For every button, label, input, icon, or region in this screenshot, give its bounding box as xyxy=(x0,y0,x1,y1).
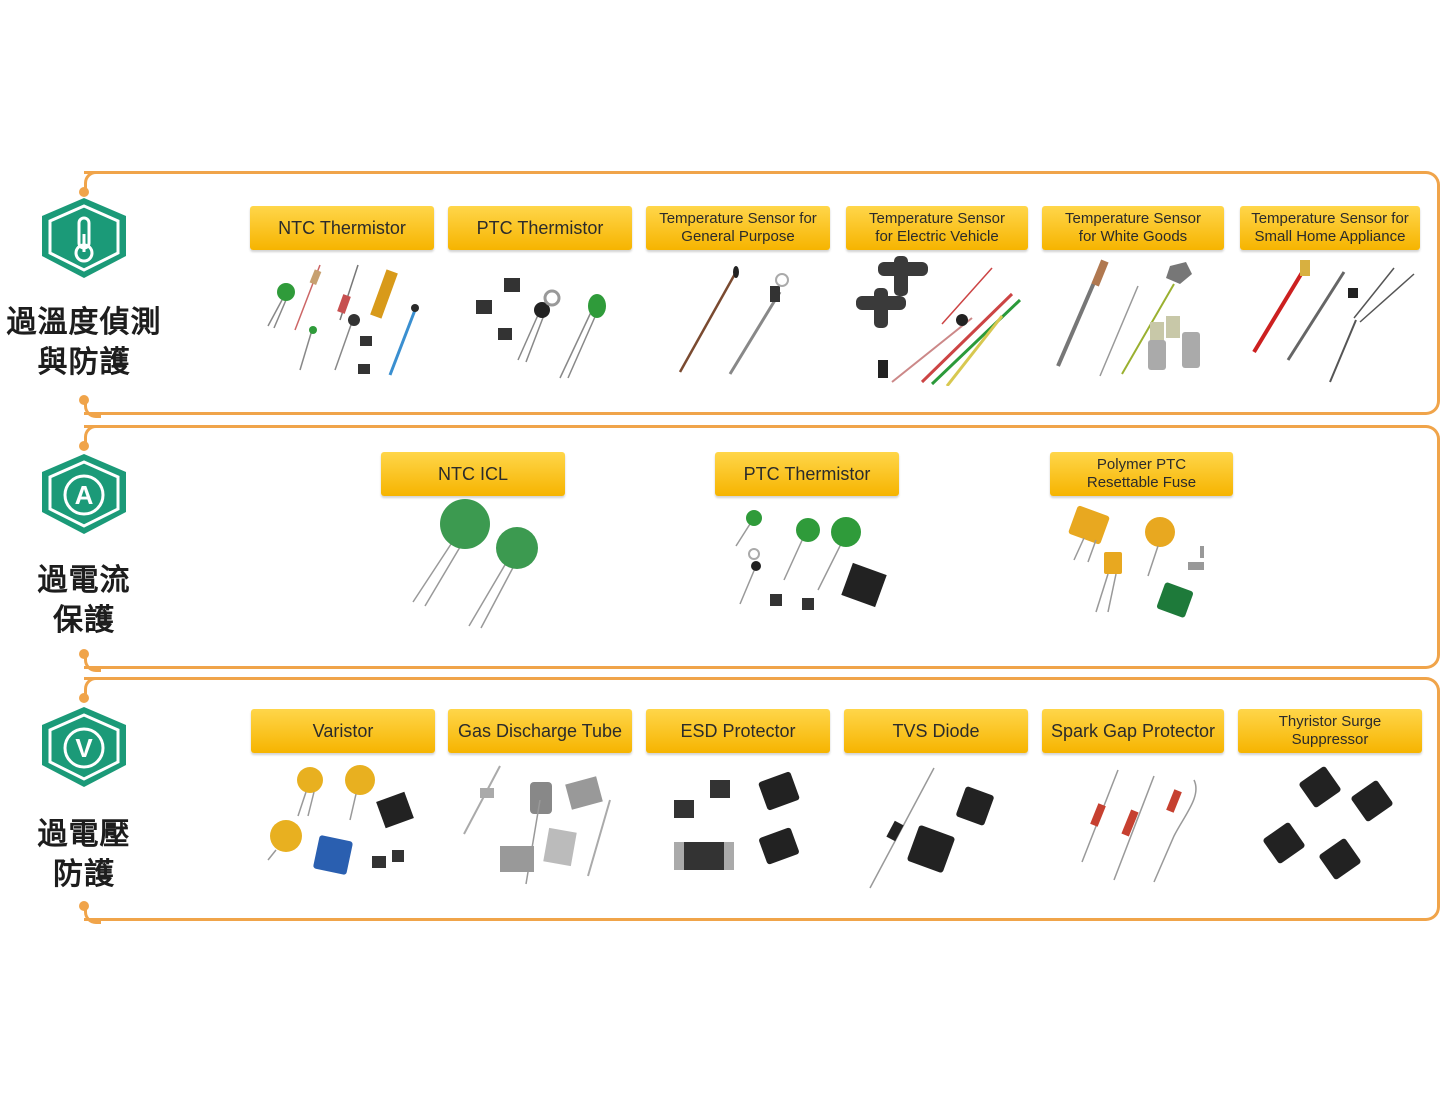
product-label-text: for Electric Vehicle xyxy=(875,228,999,245)
product-label-text: NTC ICL xyxy=(437,463,508,484)
product-label-text: Temperature Sensor for xyxy=(1251,210,1409,227)
product-label[interactable]: Spark Gap Protector xyxy=(1042,709,1224,753)
thyristor-surge-suppressor-image xyxy=(1263,766,1393,880)
thermometer-icon xyxy=(42,198,126,278)
temperature-sensor-ev-image xyxy=(856,256,1022,386)
product-label-text: Polymer PTC xyxy=(1096,456,1187,473)
panel-bracket xyxy=(84,171,101,188)
product-label-text: PTC Thermistor xyxy=(743,463,871,484)
product-label-text: Small Home Appliance xyxy=(1254,228,1406,245)
product-label-text: Temperature Sensor xyxy=(869,210,1005,227)
product-label-text: for White Goods xyxy=(1078,228,1188,245)
voltage-icon: V xyxy=(42,707,126,787)
connector-dot xyxy=(79,649,89,659)
product-label-text: ESD Protector xyxy=(680,720,796,741)
panel-bracket xyxy=(84,401,101,418)
category-title-line: 過電壓 xyxy=(37,817,131,852)
product-label[interactable]: PTC Thermistor xyxy=(715,452,899,496)
category-title-line: 防護 xyxy=(53,857,115,892)
product-label[interactable]: PTC Thermistor xyxy=(448,206,632,250)
category-title: 過電壓 防護 xyxy=(0,815,168,895)
category-title: 過溫度偵測 與防護 xyxy=(0,303,168,383)
panel-border xyxy=(84,425,1440,669)
product-label[interactable]: NTC ICL xyxy=(381,452,565,496)
product-label-text: General Purpose xyxy=(681,228,795,245)
gas-discharge-tube-image xyxy=(463,765,611,885)
connector-dot xyxy=(79,395,89,405)
ampere-icon: A xyxy=(42,454,126,534)
product-label[interactable]: Gas Discharge Tube xyxy=(448,709,632,753)
product-label-text: Resettable Fuse xyxy=(1086,474,1197,491)
connector-dot xyxy=(79,901,89,911)
connector-dot xyxy=(79,693,89,703)
temperature-sensor-small-appliance-image xyxy=(1252,260,1415,383)
product-label-text: Gas Discharge Tube xyxy=(457,720,623,741)
spark-gap-protector-image xyxy=(1081,769,1197,883)
connector-dot xyxy=(79,441,89,451)
product-label[interactable]: TVS Diode xyxy=(844,709,1028,753)
panel-border xyxy=(84,171,1440,415)
product-label-text: NTC Thermistor xyxy=(278,217,406,238)
temperature-sensor-general-image xyxy=(678,266,789,375)
category-title-line: 與防護 xyxy=(37,345,131,380)
varistor-image xyxy=(267,765,414,875)
panel-bracket xyxy=(84,907,101,924)
category-title: 過電流 保護 xyxy=(0,561,168,641)
esd-protector-image xyxy=(674,771,800,870)
temperature-sensor-white-goods-image xyxy=(1056,259,1200,377)
product-label-text: Temperature Sensor xyxy=(1065,210,1201,227)
product-label-text: TVS Diode xyxy=(892,720,980,741)
connector-dot xyxy=(79,187,89,197)
panel-bracket xyxy=(84,655,101,672)
ntc-icl-image xyxy=(412,499,538,629)
category-title-line: 過溫度偵測 xyxy=(6,305,162,340)
panel-border xyxy=(84,677,1440,921)
product-label-text: Temperature Sensor for xyxy=(659,210,817,227)
badge-letter: A xyxy=(75,480,94,510)
polymer-ptc-fuse-image xyxy=(1068,505,1204,618)
product-label-text: Spark Gap Protector xyxy=(1050,720,1216,741)
category-title-line: 過電流 xyxy=(37,563,131,598)
panel-bracket xyxy=(84,425,101,442)
product-label-text: Suppressor xyxy=(1291,731,1369,748)
ptc-thermistor-image xyxy=(476,278,606,379)
product-label[interactable]: NTC Thermistor xyxy=(250,206,434,250)
ptc-thermistor-current-image xyxy=(735,510,887,610)
category-title-line: 保護 xyxy=(53,603,115,638)
product-label-text: PTC Thermistor xyxy=(476,217,604,238)
product-label[interactable]: Varistor xyxy=(251,709,435,753)
badge-letter: V xyxy=(75,733,93,763)
product-label-text: Varistor xyxy=(312,720,374,741)
tvs-diode-image xyxy=(869,767,994,889)
product-label[interactable]: ESD Protector xyxy=(646,709,830,753)
product-label-text: Thyristor Surge xyxy=(1278,713,1382,730)
ntc-thermistor-image xyxy=(267,264,419,376)
panel-bracket xyxy=(84,677,101,694)
